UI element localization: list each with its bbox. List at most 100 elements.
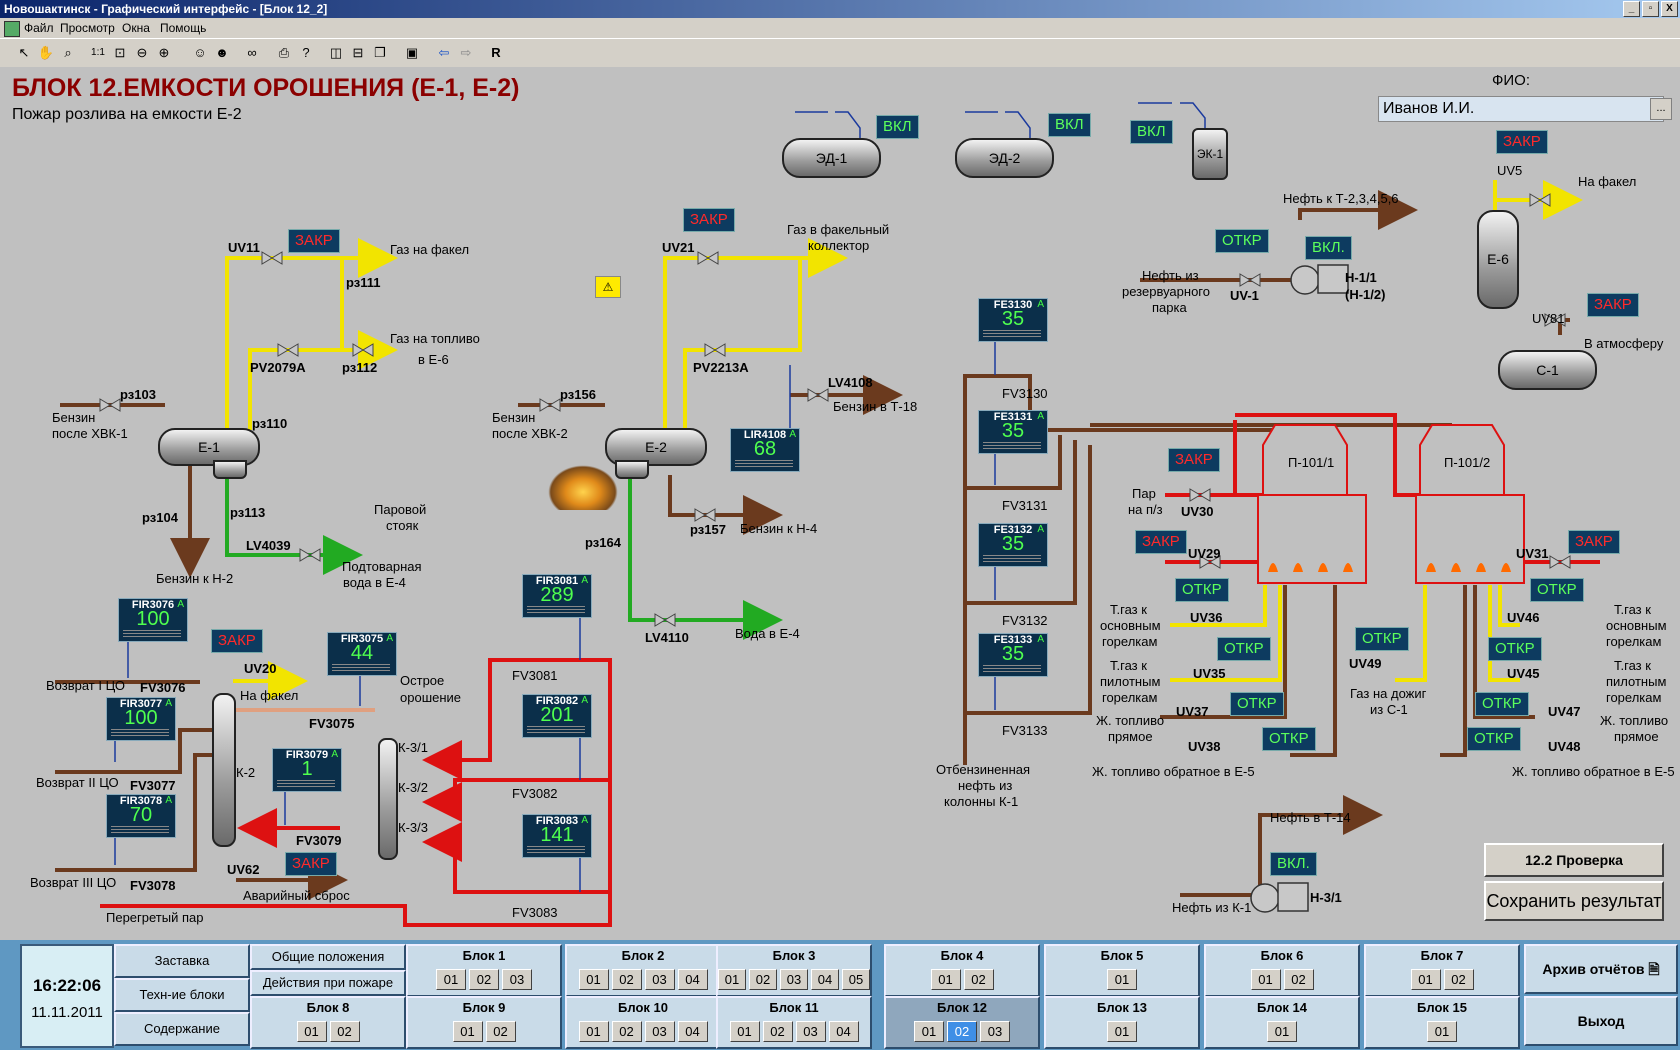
cascade-icon[interactable]: ❐ — [374, 45, 386, 60]
exit-button[interactable]: Выход — [1524, 996, 1678, 1046]
block-sub-button[interactable]: 04 — [828, 1021, 859, 1042]
block-sub-button[interactable]: 01 — [296, 1021, 327, 1042]
tile-horizontal-icon[interactable]: ⊟ — [352, 45, 364, 60]
menu-help[interactable]: Помощь — [160, 21, 207, 35]
block-sub-button[interactable]: 01 — [436, 969, 466, 990]
magnifier-icon[interactable]: ⌕ — [64, 45, 72, 60]
uv49-status[interactable]: ОТКР — [1355, 627, 1409, 651]
uv47-status[interactable]: ОТКР — [1475, 692, 1529, 716]
menu-file[interactable]: Файл — [24, 21, 54, 35]
user-remove-icon[interactable]: ☻ — [215, 45, 229, 60]
block-sub-button[interactable]: 01 — [452, 1021, 483, 1042]
h11-state[interactable]: ВКЛ. — [1305, 236, 1352, 260]
block-sub-button[interactable]: 02 — [762, 1021, 793, 1042]
fio-browse-button[interactable]: ... — [1650, 98, 1672, 120]
uv48-status[interactable]: ОТКР — [1467, 727, 1521, 751]
zoom-out-icon[interactable]: ⊖ — [136, 45, 148, 60]
block-sub-button[interactable]: 01 — [578, 969, 609, 990]
block-sub-button[interactable]: 02 — [1443, 969, 1474, 990]
block-sub-button[interactable]: 01 — [1410, 969, 1441, 990]
save-result-button[interactable]: Сохранить результат — [1484, 881, 1664, 921]
block-sub-button[interactable]: 02 — [749, 969, 777, 990]
uv5-status[interactable]: ЗАКР — [1496, 130, 1548, 154]
uv46-status[interactable]: ОТКР — [1530, 578, 1584, 602]
block-sub-button[interactable]: 03 — [644, 969, 675, 990]
uv81-status[interactable]: ЗАКР — [1587, 293, 1639, 317]
zoom-in-icon[interactable]: ⊕ — [158, 45, 170, 60]
close-button[interactable]: X — [1661, 1, 1678, 17]
uv21-status[interactable]: ЗАКР — [683, 208, 735, 232]
block-sub-button[interactable]: 01 — [718, 969, 746, 990]
window-icon[interactable]: ▣ — [405, 45, 419, 60]
uv36-status[interactable]: ОТКР — [1175, 578, 1229, 602]
uv45-status[interactable]: ОТКР — [1488, 637, 1542, 661]
uv20-status[interactable]: ЗАКР — [211, 629, 263, 653]
block-sub-button[interactable]: 03 — [980, 1021, 1010, 1042]
block-sub-button[interactable]: 03 — [502, 969, 532, 990]
uv29-status[interactable]: ЗАКР — [1135, 530, 1187, 554]
vessel-e2[interactable]: Е-2 — [605, 428, 707, 466]
tile-vertical-icon[interactable]: ◫ — [329, 45, 343, 60]
nav-contents[interactable]: Содержание — [114, 1012, 250, 1046]
uv38-status[interactable]: ОТКР — [1262, 727, 1316, 751]
hand-icon[interactable]: ✋ — [37, 45, 55, 60]
fio-field[interactable]: Иванов И.И. — [1378, 96, 1664, 122]
vessel-ed1[interactable]: ЭД-1 — [782, 138, 881, 178]
uv11-status[interactable]: ЗАКР — [288, 229, 340, 253]
ed1-state[interactable]: ВКЛ — [876, 115, 919, 139]
uv1-status[interactable]: ОТКР — [1215, 229, 1269, 253]
block-sub-button[interactable]: 04 — [677, 1021, 708, 1042]
block-sub-button[interactable]: 01 — [578, 1021, 609, 1042]
menu-windows[interactable]: Окна — [122, 21, 150, 35]
ek1-state[interactable]: ВКЛ — [1130, 120, 1173, 144]
block-sub-button[interactable]: 04 — [811, 969, 839, 990]
vessel-e6[interactable]: Е-6 — [1477, 210, 1519, 309]
minimize-button[interactable]: _ — [1623, 1, 1640, 17]
back-arrow-icon[interactable]: ⇦ — [438, 45, 450, 60]
uv30-status[interactable]: ЗАКР — [1168, 448, 1220, 472]
zoom-fit-icon[interactable]: ⊡ — [114, 45, 126, 60]
block-sub-button[interactable]: 02 — [329, 1021, 360, 1042]
uv62-status[interactable]: ЗАКР — [285, 852, 337, 876]
alarm-icon[interactable]: ⚠ — [595, 276, 621, 298]
pointer-icon[interactable]: ↖ — [18, 45, 30, 60]
block-sub-button[interactable]: 01 — [1107, 969, 1137, 990]
vessel-e1[interactable]: Е-1 — [158, 428, 260, 466]
block-sub-button[interactable]: 01 — [1427, 1021, 1457, 1042]
check-button[interactable]: 12.2 Проверка — [1484, 843, 1664, 877]
block-sub-button[interactable]: 01 — [1250, 969, 1281, 990]
binoculars-icon[interactable]: ∞ — [247, 45, 257, 60]
block-sub-button[interactable]: 02 — [1283, 969, 1314, 990]
block-sub-button[interactable]: 01 — [1107, 1021, 1137, 1042]
block-sub-button[interactable]: 03 — [780, 969, 808, 990]
column-k3[interactable] — [378, 738, 398, 860]
app-icon[interactable] — [4, 21, 20, 37]
uv31-status[interactable]: ЗАКР — [1568, 530, 1620, 554]
uv35-status[interactable]: ОТКР — [1217, 637, 1271, 661]
nav-intro[interactable]: Заставка — [114, 944, 250, 978]
zoom-actual-icon[interactable]: 1:1 — [91, 47, 105, 58]
block-sub-button[interactable]: 01 — [930, 969, 961, 990]
forward-arrow-icon[interactable]: ⇨ — [460, 45, 472, 60]
block-sub-button[interactable]: 01 — [1267, 1021, 1297, 1042]
block-sub-button[interactable]: 03 — [644, 1021, 675, 1042]
